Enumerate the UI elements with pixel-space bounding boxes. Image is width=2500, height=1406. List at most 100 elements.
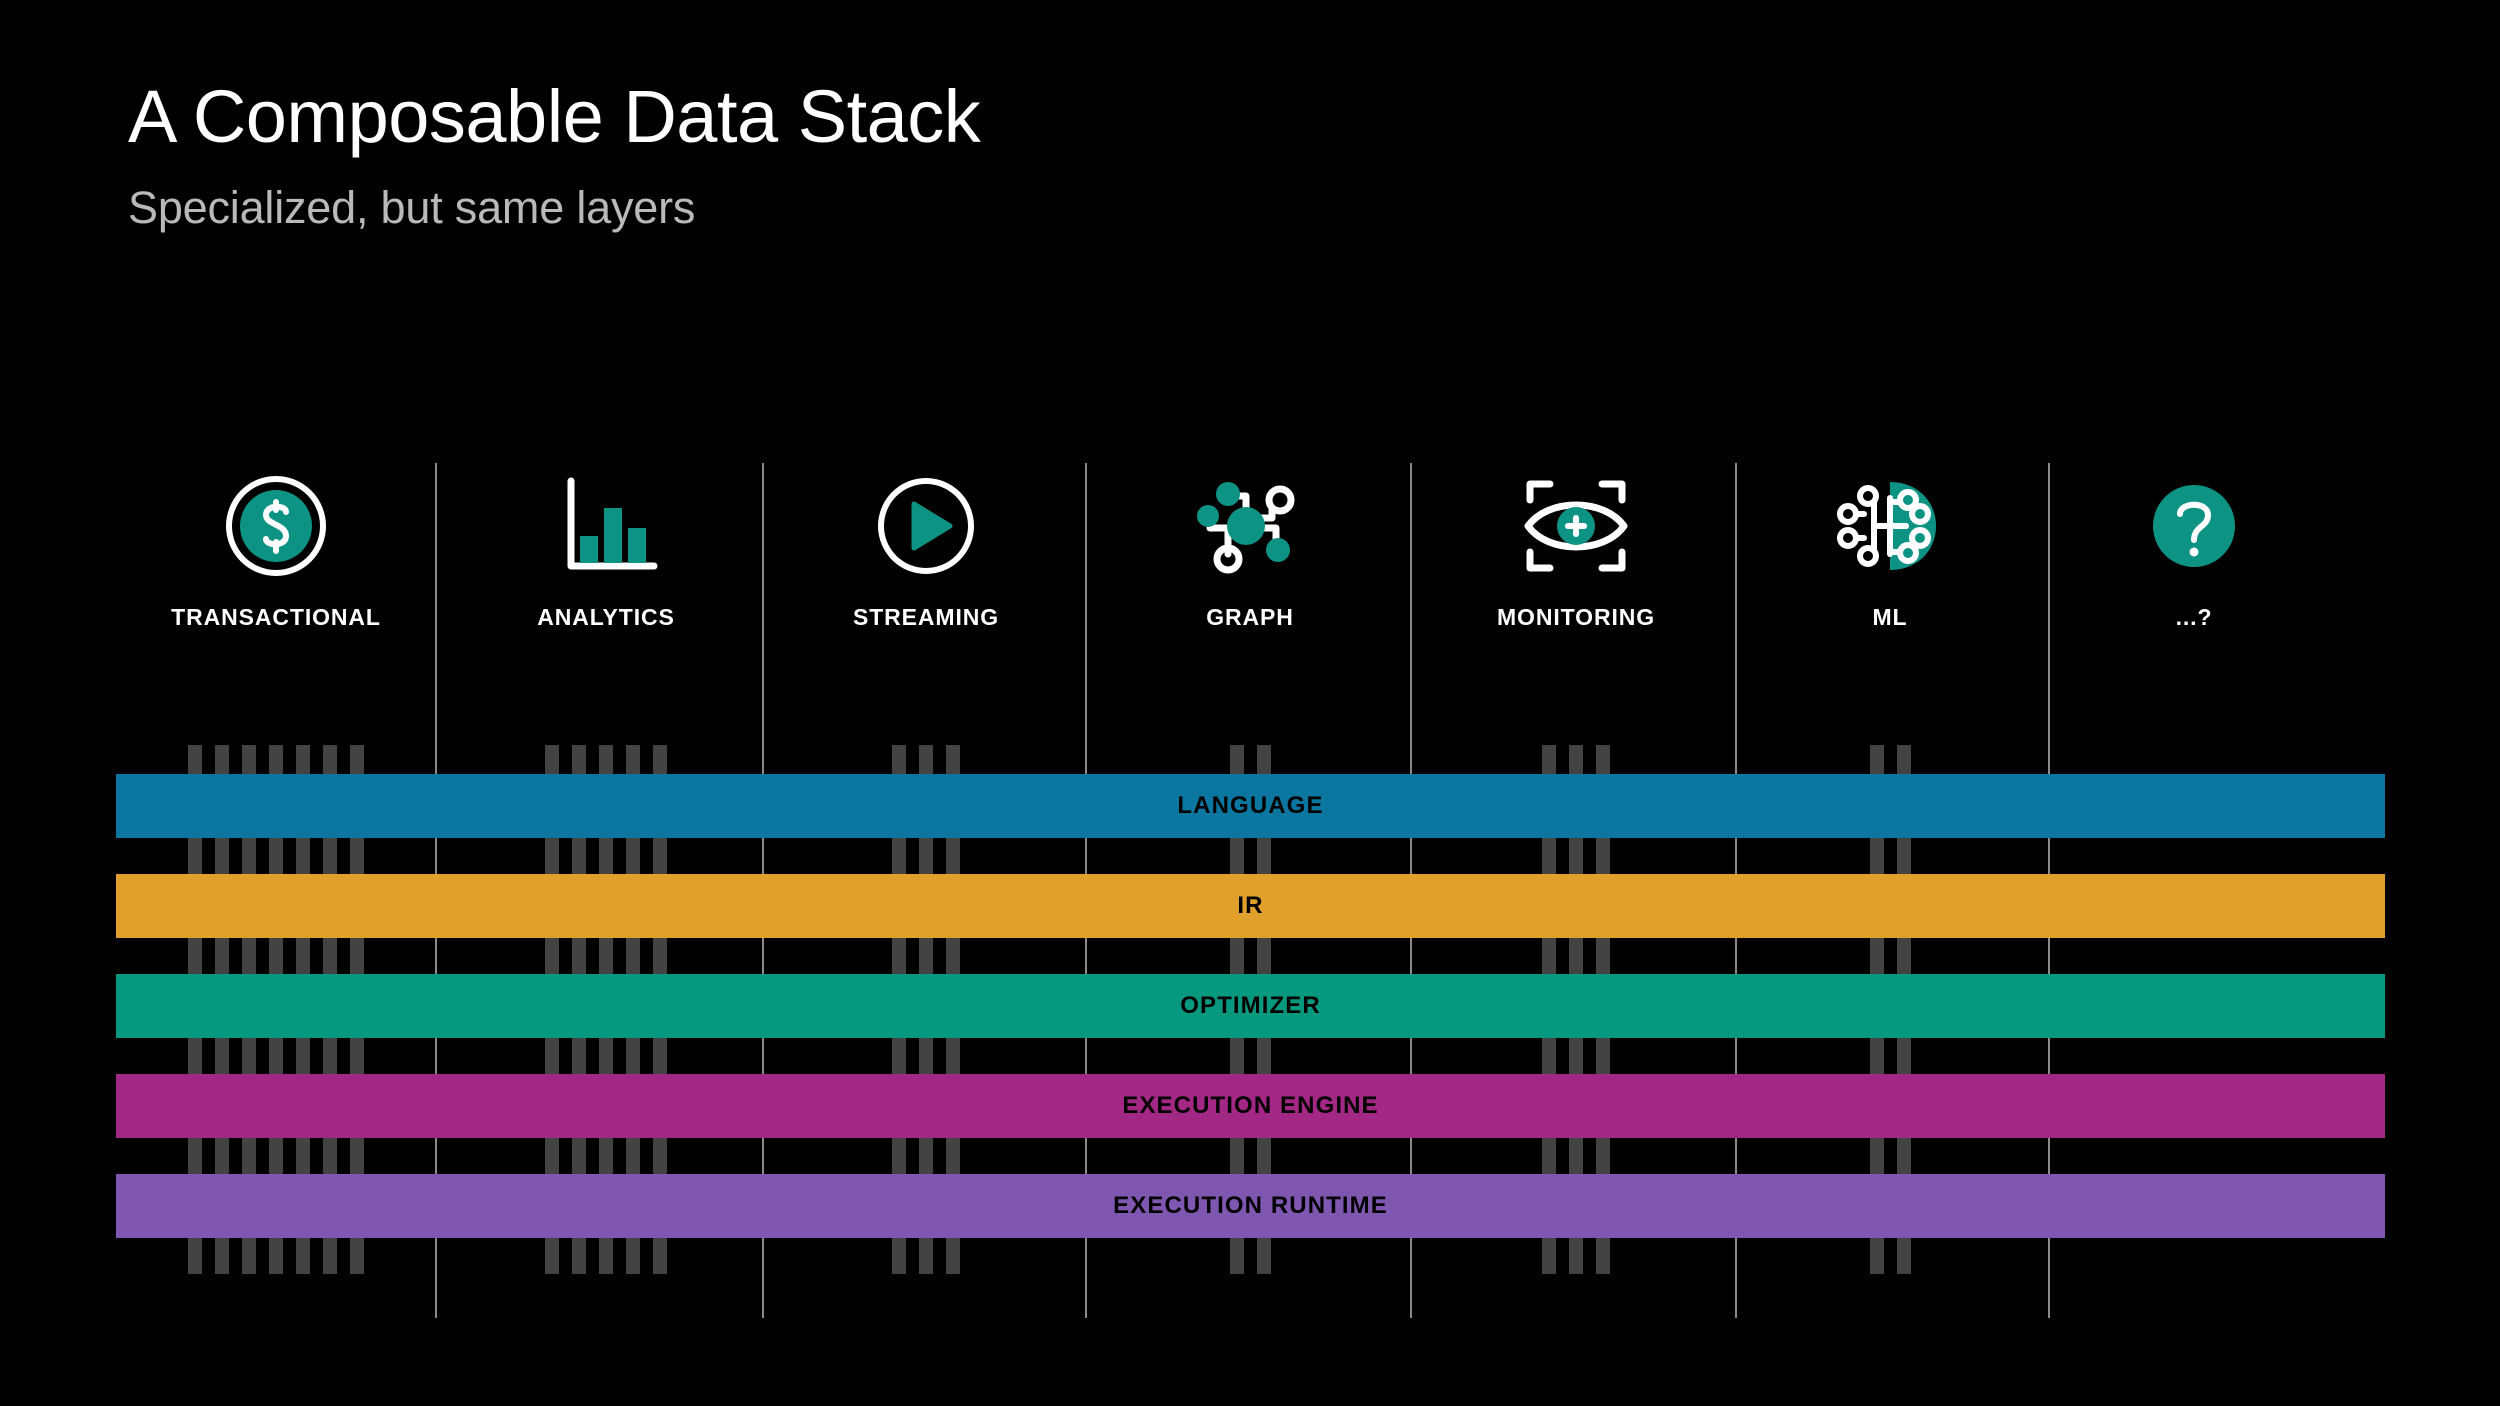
column-ml[interactable]: ML (1820, 470, 1960, 670)
pin (1896, 745, 1911, 774)
pin (1596, 1238, 1610, 1274)
pin (1229, 745, 1244, 774)
pin (545, 1138, 559, 1174)
pin (350, 838, 364, 874)
pin (1596, 1038, 1610, 1074)
pin (296, 745, 310, 774)
pin (1869, 1138, 1884, 1174)
pin (1869, 745, 1884, 774)
pin (572, 745, 586, 774)
pin (215, 1038, 229, 1074)
pin (1542, 1238, 1556, 1274)
pin (1229, 938, 1244, 974)
pin (1542, 1038, 1556, 1074)
pin (269, 1038, 283, 1074)
pin (269, 745, 283, 774)
pin (188, 938, 202, 974)
pin (1256, 1138, 1271, 1174)
layer-bar-execution-runtime[interactable]: EXECUTION RUNTIME (116, 1174, 2385, 1238)
pin (1229, 1038, 1244, 1074)
pin (946, 1238, 960, 1274)
column-monitoring[interactable]: MONITORING (1497, 470, 1654, 670)
pin (946, 745, 960, 774)
pin (188, 1238, 202, 1274)
layer-label: LANGUAGE (1177, 792, 1324, 819)
column-label: ANALYTICS (537, 604, 675, 630)
pin (323, 838, 337, 874)
pin (599, 838, 613, 874)
pin (892, 1238, 906, 1274)
pin (215, 838, 229, 874)
pin (1542, 838, 1556, 874)
pin (653, 1138, 667, 1174)
pin (892, 838, 906, 874)
pin (242, 838, 256, 874)
layer-bar-language[interactable]: LANGUAGE (116, 774, 2385, 838)
pin (215, 1138, 229, 1174)
pin (1256, 1238, 1271, 1274)
pin (919, 1138, 933, 1174)
pin (323, 1238, 337, 1274)
pin (1256, 745, 1271, 774)
pin (1256, 838, 1271, 874)
pin (572, 1138, 586, 1174)
layer-label: OPTIMIZER (1180, 992, 1321, 1019)
pin (545, 745, 559, 774)
column-label: GRAPH (1206, 604, 1294, 630)
pin (296, 938, 310, 974)
pin (1569, 745, 1583, 774)
pin (1256, 938, 1271, 974)
pin (1596, 745, 1610, 774)
page-subtitle: Specialized, but same layers (128, 181, 696, 233)
pin (572, 1038, 586, 1074)
pin (653, 1238, 667, 1274)
pin (599, 1138, 613, 1174)
pin (892, 1038, 906, 1074)
pin (215, 938, 229, 974)
layer-bar-optimizer[interactable]: OPTIMIZER (116, 974, 2385, 1038)
pin (892, 745, 906, 774)
pin (626, 1238, 640, 1274)
pin (296, 838, 310, 874)
dollar-coin-icon (206, 470, 346, 582)
pin (1869, 838, 1884, 874)
column-other[interactable]: ...? (2124, 470, 2264, 670)
pin (188, 1138, 202, 1174)
layer-bar-execution-engine[interactable]: EXECUTION ENGINE (116, 1074, 2385, 1138)
pin (1896, 938, 1911, 974)
column-streaming[interactable]: STREAMING (853, 470, 998, 670)
pin (653, 838, 667, 874)
pin (242, 1238, 256, 1274)
layer-label: IR (1237, 892, 1264, 919)
pin (545, 938, 559, 974)
pin (545, 838, 559, 874)
play-circle-icon (856, 470, 996, 582)
pin (946, 938, 960, 974)
column-analytics[interactable]: ANALYTICS (536, 470, 676, 670)
pin (599, 938, 613, 974)
pin (1229, 1138, 1244, 1174)
layer-bar-ir[interactable]: IR (116, 874, 2385, 938)
pin (919, 1238, 933, 1274)
pin (1869, 938, 1884, 974)
pin (188, 745, 202, 774)
pin (1229, 1238, 1244, 1274)
pin (1569, 1238, 1583, 1274)
pin (919, 745, 933, 774)
node-graph-icon (1180, 470, 1320, 582)
column-graph[interactable]: GRAPH (1180, 470, 1320, 670)
pin (242, 938, 256, 974)
pin (188, 838, 202, 874)
pin (1896, 1138, 1911, 1174)
pin (242, 1138, 256, 1174)
pin (1596, 838, 1610, 874)
bar-chart-icon (536, 470, 676, 582)
column-transactional[interactable]: TRANSACTIONAL (171, 470, 380, 670)
question-circle-icon (2124, 470, 2264, 582)
pin (323, 1138, 337, 1174)
pin (242, 745, 256, 774)
pin (919, 938, 933, 974)
column-label: ML (1872, 604, 1908, 630)
pin (323, 745, 337, 774)
pin (350, 938, 364, 974)
